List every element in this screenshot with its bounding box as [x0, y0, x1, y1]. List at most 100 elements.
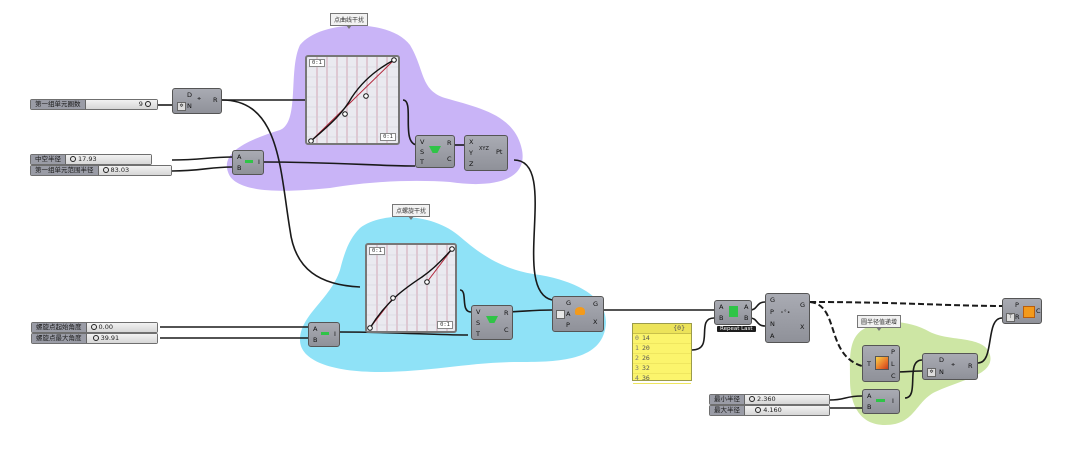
input-r[interactable]: R	[1015, 313, 1020, 321]
construct-domain-component[interactable]: A B I	[232, 150, 264, 175]
construct-point-component[interactable]: X Y Z XYZ Pt	[464, 135, 508, 171]
slider-knob-icon[interactable]	[102, 166, 109, 173]
input-t[interactable]: T	[867, 360, 871, 368]
polar-array-component[interactable]: G P N A ∘°∙ G X	[765, 293, 810, 343]
input-t[interactable]: T	[420, 158, 424, 166]
input-v[interactable]: V	[476, 308, 481, 316]
input-b[interactable]: B	[237, 164, 242, 172]
construct-domain-component[interactable]: A B I	[308, 322, 340, 347]
input-n[interactable]: N	[187, 102, 192, 110]
graph-mapper-2[interactable]: 0:1 0:1	[365, 243, 457, 333]
output-g[interactable]: G	[593, 300, 599, 308]
input-b[interactable]: B	[313, 336, 318, 344]
input-p[interactable]: P	[1015, 301, 1019, 309]
divide-component[interactable]: D ✲ N ÷ R	[172, 88, 222, 114]
curve-length-component[interactable]: T P L C	[862, 345, 900, 382]
output-l[interactable]: L	[891, 360, 895, 368]
group-label-spiral-interference[interactable]: 点螺旋干扰	[392, 204, 431, 220]
input-d[interactable]: D	[187, 91, 193, 99]
input-b[interactable]: B	[867, 403, 872, 411]
output-x[interactable]: X	[800, 323, 805, 331]
slider-knob-icon[interactable]	[90, 323, 97, 330]
slider-value[interactable]: 0.00	[86, 323, 157, 332]
graph-domain-y[interactable]: 0:1	[437, 321, 453, 329]
slider-value[interactable]: 39.91	[86, 334, 157, 343]
slider-inner-radius[interactable]: 中空半径 17.93	[30, 154, 152, 165]
remap-component[interactable]: V S T R C	[415, 135, 455, 168]
graph-handle[interactable]	[308, 138, 314, 144]
output-x[interactable]: X	[593, 318, 598, 326]
output-p[interactable]: P	[891, 348, 895, 356]
graph-domain-x[interactable]: 0:1	[309, 59, 325, 67]
input-g[interactable]: G	[566, 299, 572, 307]
input-s[interactable]: S	[420, 148, 425, 156]
output-pt[interactable]: Pt	[496, 148, 503, 156]
slider-knob-icon[interactable]	[145, 100, 151, 107]
slider-min-radius[interactable]: 最小半径 2.360	[709, 394, 830, 405]
graph-mapper-1[interactable]: 0:1 0:1	[305, 55, 400, 145]
divide-component[interactable]: D ✲ N ÷ R	[922, 353, 978, 380]
output-g[interactable]: G	[800, 301, 806, 309]
input-a[interactable]: A	[770, 332, 775, 340]
graph-domain-y[interactable]: 0:1	[380, 133, 396, 141]
repeat-mode-badge[interactable]: Repeat Last	[717, 326, 756, 332]
output-c[interactable]: C	[504, 326, 509, 334]
input-p[interactable]: P	[770, 308, 774, 316]
graph-handle[interactable]	[367, 325, 373, 331]
input-a[interactable]: A	[867, 392, 872, 400]
slider-spiral-start[interactable]: 螺旋点起始角度 0.00	[31, 322, 158, 333]
graph-handle[interactable]	[342, 111, 348, 117]
output-c[interactable]: C	[891, 372, 896, 380]
slider-value[interactable]: 4.160	[745, 406, 829, 415]
output-b[interactable]: B	[744, 314, 749, 322]
output-i[interactable]: I	[334, 330, 336, 338]
output-c[interactable]: C	[1036, 307, 1041, 315]
input-y[interactable]: Y	[469, 149, 473, 157]
input-a[interactable]: A	[313, 325, 318, 333]
output-i[interactable]: I	[892, 397, 894, 405]
input-p[interactable]: P	[566, 321, 570, 329]
slider-knob-icon[interactable]	[92, 334, 99, 341]
graph-handle[interactable]	[391, 57, 397, 63]
input-x[interactable]: X	[469, 138, 474, 146]
slider-knob-icon[interactable]	[755, 406, 762, 413]
output-r[interactable]: R	[447, 139, 452, 147]
rotate-component[interactable]: G A P G X	[552, 296, 604, 332]
slider-value[interactable]: 83.03	[98, 166, 171, 175]
graph-handle[interactable]	[390, 295, 396, 301]
construct-domain-component[interactable]: A B I	[862, 389, 900, 414]
circle-component[interactable]: P ⊤ R C	[1002, 298, 1042, 324]
input-v[interactable]: V	[420, 138, 425, 146]
graph-handle[interactable]	[363, 93, 369, 99]
output-r[interactable]: R	[968, 362, 973, 370]
group-label-curve-interference[interactable]: 点曲线干扰	[330, 13, 369, 29]
remap-component[interactable]: V S T R C	[471, 305, 513, 340]
graph-handle[interactable]	[424, 279, 430, 285]
slider-max-radius[interactable]: 最大半径 4.160	[709, 405, 830, 416]
input-b[interactable]: B	[719, 314, 724, 322]
output-c[interactable]: C	[447, 155, 452, 163]
slider-value[interactable]: 2.360	[745, 395, 829, 404]
output-a[interactable]: A	[744, 303, 749, 311]
input-d[interactable]: D	[939, 356, 945, 364]
input-n[interactable]: N	[770, 320, 775, 328]
input-s[interactable]: S	[476, 319, 481, 327]
slider-count[interactable]: 第一组单元圈数 9	[30, 99, 158, 110]
longest-list-component[interactable]: A B A B	[714, 300, 752, 325]
slider-spiral-max[interactable]: 螺旋点最大角度 39.91	[31, 333, 158, 344]
input-t[interactable]: T	[476, 330, 480, 338]
input-a[interactable]: A	[566, 310, 571, 318]
input-a[interactable]: A	[237, 153, 242, 161]
output-r[interactable]: R	[504, 309, 509, 317]
output-r[interactable]: R	[213, 96, 218, 104]
input-a[interactable]: A	[719, 303, 724, 311]
slider-value[interactable]: 17.93	[66, 155, 151, 164]
slider-knob-icon[interactable]	[749, 395, 755, 402]
slider-value[interactable]: 9	[85, 100, 157, 109]
slider-knob-icon[interactable]	[70, 155, 76, 162]
graph-handle[interactable]	[449, 246, 455, 252]
input-z[interactable]: Z	[469, 160, 474, 168]
input-g[interactable]: G	[770, 296, 776, 304]
graph-domain-x[interactable]: 0:1	[369, 247, 385, 255]
